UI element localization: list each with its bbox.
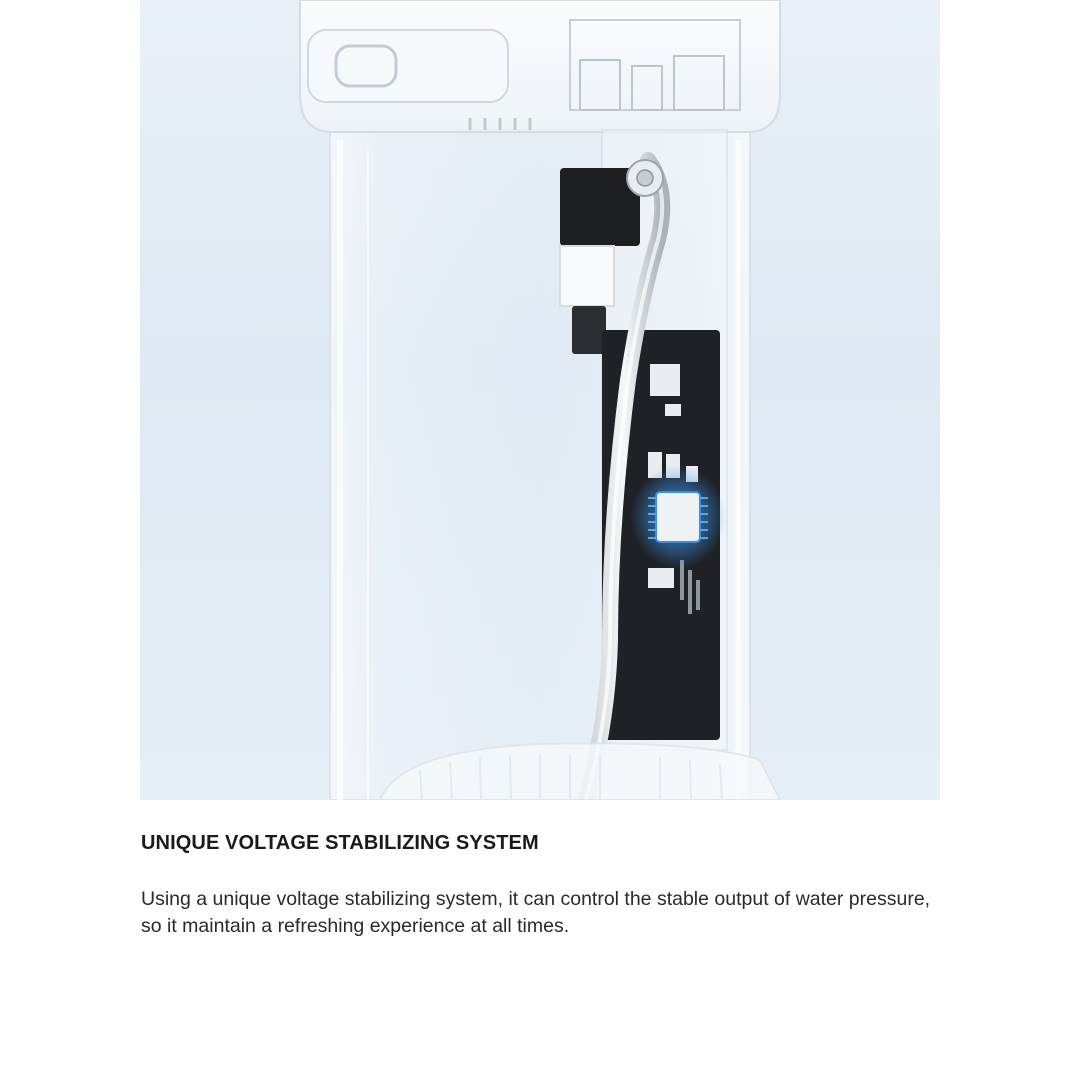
water-flosser-cutaway-illustration (299, 0, 782, 800)
feature-title: UNIQUE VOLTAGE STABILIZING SYSTEM (141, 832, 539, 854)
feature-description: Using a unique voltage stabilizing syste… (141, 888, 931, 937)
product-image (140, 0, 940, 800)
